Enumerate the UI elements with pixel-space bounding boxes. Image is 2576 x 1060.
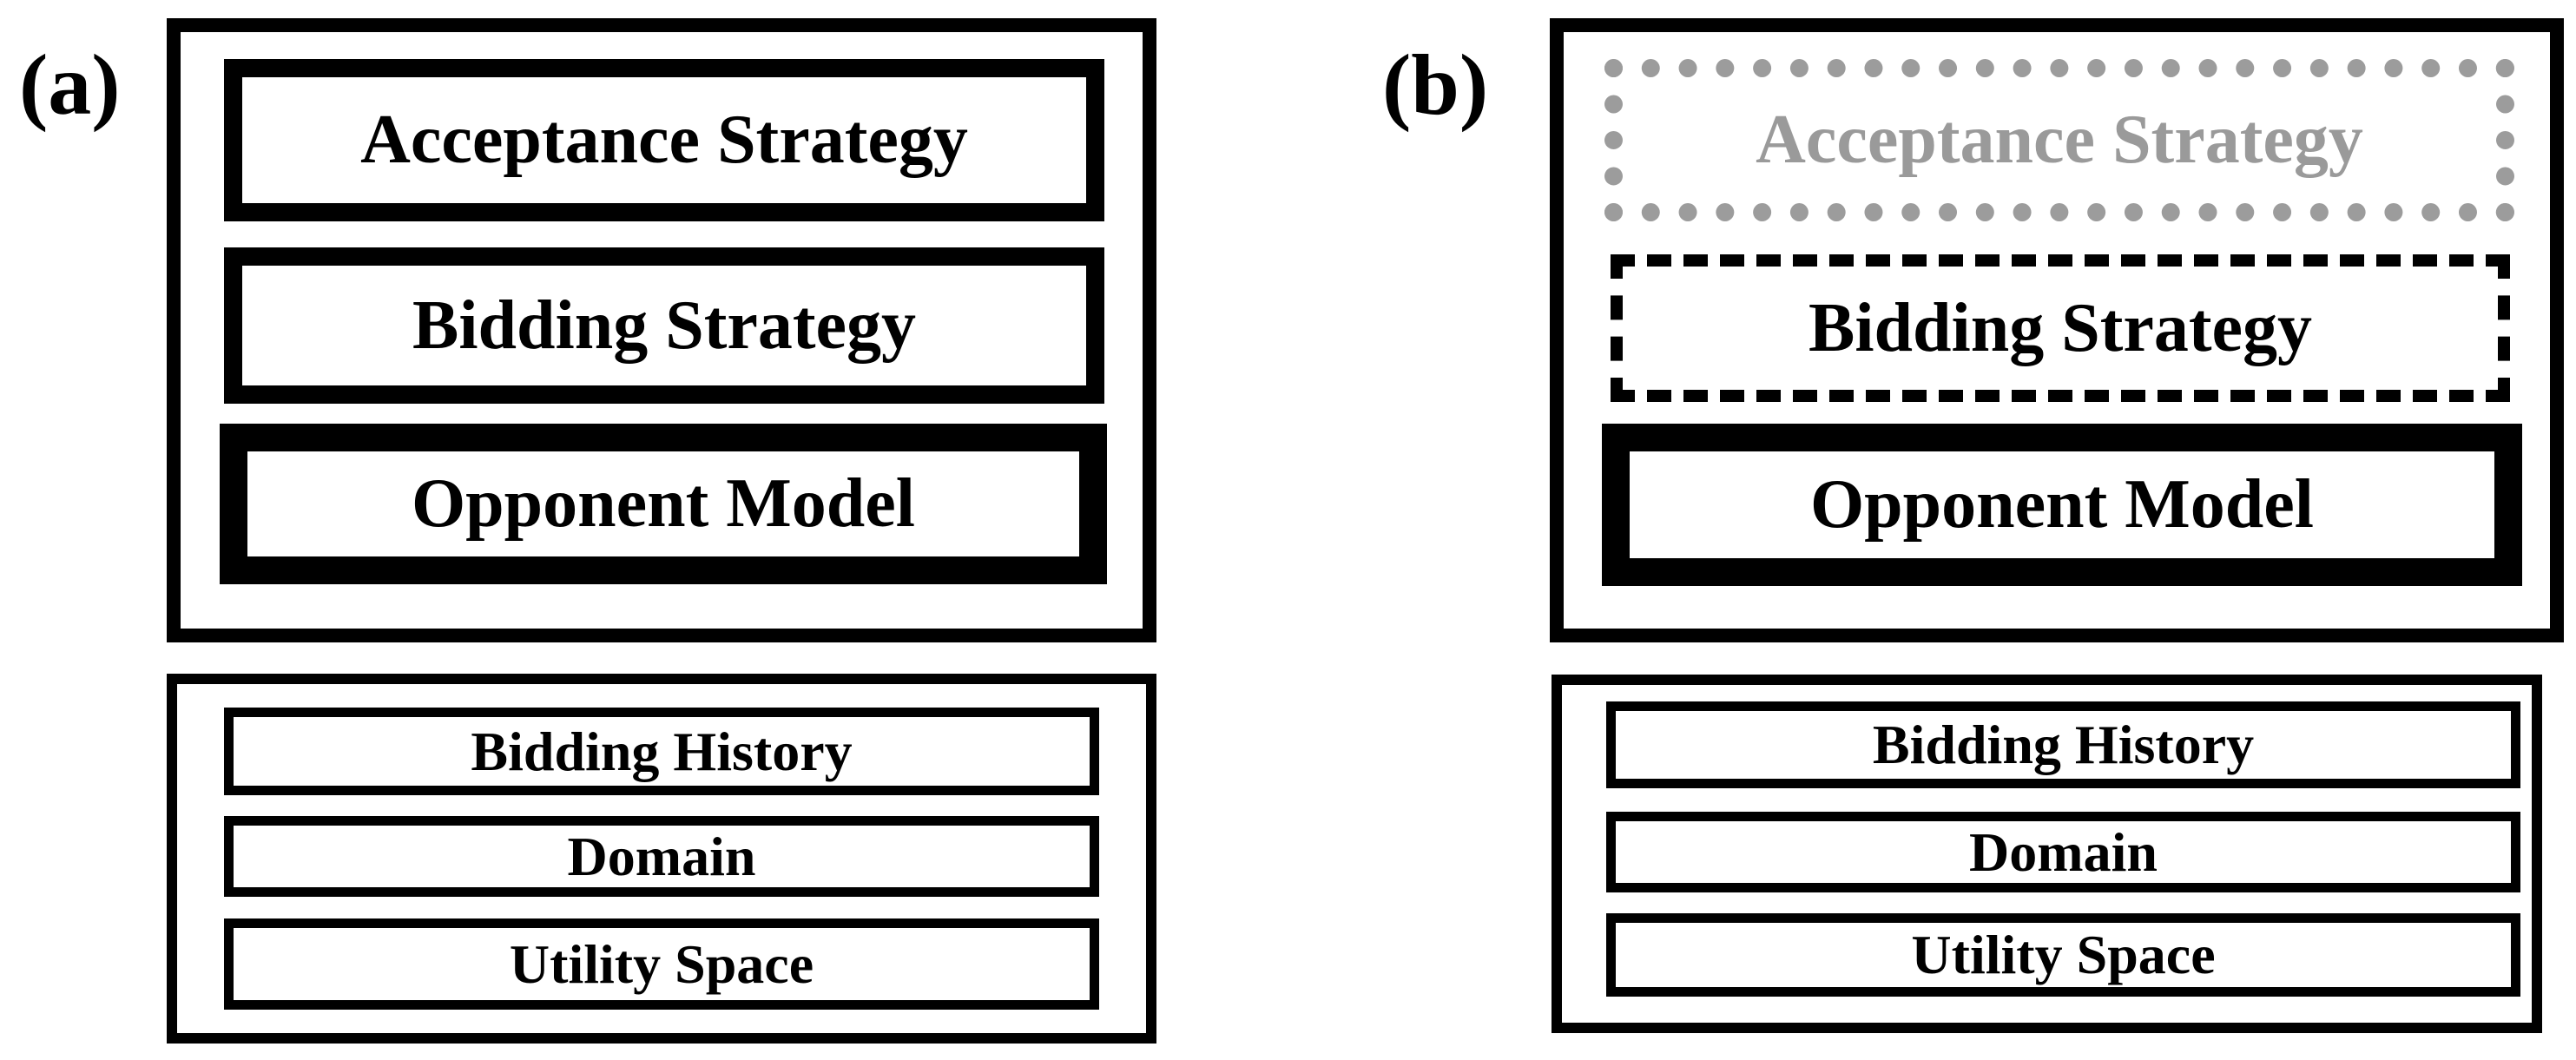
- panel-a-utility-space-box: Utility Space: [224, 918, 1099, 1010]
- panel-b-bidding-history-box: Bidding History: [1606, 701, 2520, 788]
- panel-b-label: (b): [1382, 36, 1489, 133]
- panel-b-domain-box: Domain: [1606, 812, 2520, 892]
- panel-b-opponent-model-box: Opponent Model: [1602, 424, 2522, 586]
- panel-a-label: (a): [19, 36, 121, 133]
- panel-b-bidding-strategy-box: Bidding Strategy: [1611, 254, 2510, 402]
- panel-b-acceptance-strategy-box: Acceptance Strategy: [1604, 59, 2514, 221]
- panel-a-bidding-history-box: Bidding History: [224, 708, 1099, 795]
- panel-a-acceptance-strategy-box: Acceptance Strategy: [224, 59, 1104, 221]
- panel-a-opponent-model-box: Opponent Model: [220, 424, 1107, 584]
- panel-a-domain-box: Domain: [224, 816, 1099, 897]
- panel-a-bidding-strategy-box: Bidding Strategy: [224, 247, 1104, 404]
- panel-b-utility-space-box: Utility Space: [1606, 913, 2520, 997]
